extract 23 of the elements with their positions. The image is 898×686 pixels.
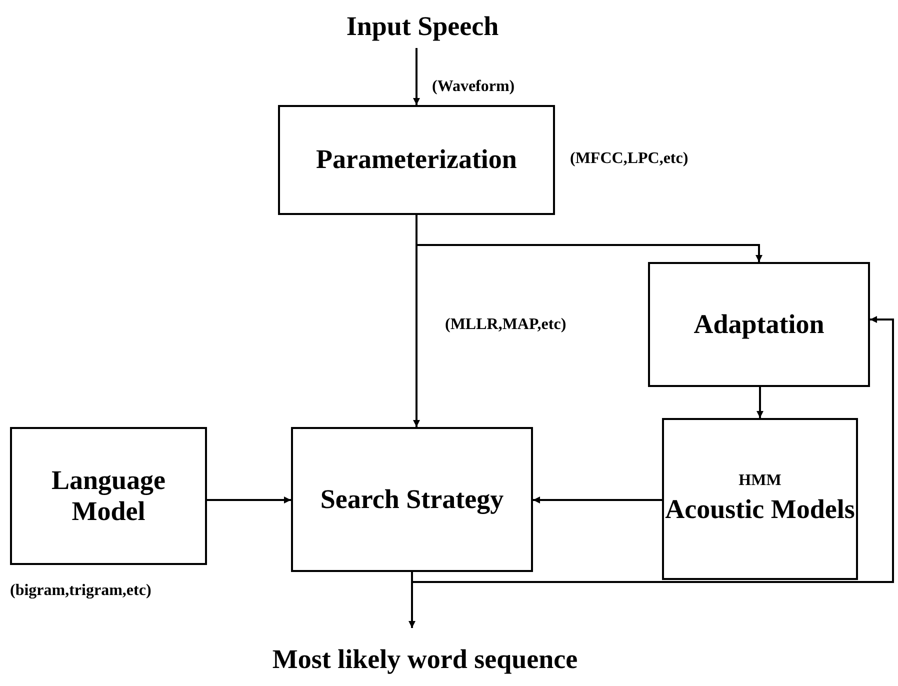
process-box	[10, 427, 207, 565]
edge-label: (Waveform)	[432, 78, 515, 96]
box-label: Acoustic Models	[665, 494, 855, 526]
arrow	[756, 387, 764, 418]
arrow	[411, 316, 894, 583]
arrow	[416, 215, 762, 262]
arrow	[413, 48, 420, 105]
arrow	[533, 496, 662, 504]
process-box	[278, 105, 555, 215]
box-label: Parameterization	[316, 144, 517, 176]
box-label: Adaptation	[694, 308, 824, 340]
annotation-label: (MFCC,LPC,etc)	[570, 150, 688, 168]
arrow	[207, 496, 291, 504]
annotation-label: (bigram,trigram,etc)	[10, 582, 152, 600]
annotation-label: (MLLR,MAP,etc)	[445, 316, 566, 334]
process-box	[662, 418, 858, 580]
box-label: Language Model	[50, 464, 167, 528]
box-subtitle: HMM	[738, 472, 782, 490]
box-label: Search Strategy	[320, 484, 504, 516]
process-box	[291, 427, 533, 572]
process-box	[648, 262, 870, 387]
io-label: Most likely word sequence	[272, 644, 578, 676]
io-label: Input Speech	[346, 11, 499, 43]
